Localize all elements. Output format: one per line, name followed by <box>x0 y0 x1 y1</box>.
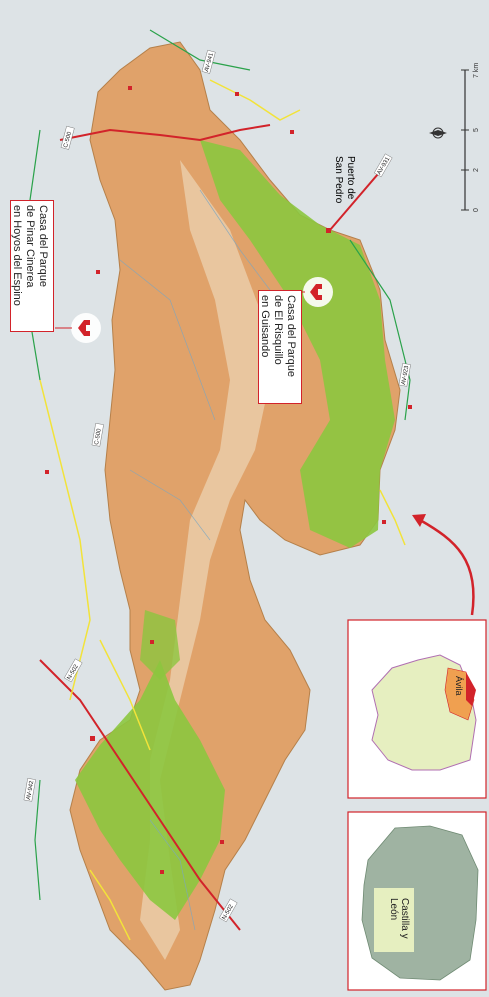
road-n502-south <box>39 659 241 931</box>
label-line: en Guisando <box>259 295 271 358</box>
road-n502-north <box>59 124 271 142</box>
inset-park-highlight-red <box>466 672 476 706</box>
label-casa-guisando: Casa del Parque de El Risquillo en Guisa… <box>258 290 302 404</box>
forest-area-south <box>75 660 225 920</box>
road-tag: AV-923 <box>401 365 410 386</box>
settlements <box>45 86 412 874</box>
forest-patch-center <box>140 610 180 680</box>
inset-avila-text: Ávila <box>454 676 464 696</box>
label-casa-hoyos: Casa del Parque de Pinar Cinerea en Hoyo… <box>10 200 54 332</box>
label-line: Casa del Parque <box>285 295 297 377</box>
ridge-highlight <box>140 160 270 960</box>
secondary-roads <box>39 79 406 941</box>
locator-arrow <box>419 518 475 616</box>
road-tag: C-500 <box>63 131 73 149</box>
house-icon <box>78 320 90 336</box>
label-line: de Pinar Cinerea <box>24 205 36 288</box>
inset-region-text: Castilla y <box>399 898 410 939</box>
label-puerto-san-pedro: Puerto de San Pedro <box>332 156 356 203</box>
forest-area-east <box>200 140 395 548</box>
locator-arrow-head <box>412 514 426 527</box>
label-line: Puerto de <box>345 156 356 200</box>
scale-tick: 2 <box>473 168 480 172</box>
label-line: Casa del Parque <box>37 205 49 287</box>
park-house-marker-guisando[interactable] <box>303 277 333 307</box>
north-arrow-icon <box>429 127 447 139</box>
inset-region-label: Castilla y León <box>388 898 410 939</box>
inset-avila-label: Ávila <box>454 676 464 696</box>
label-line: de El Risquillo <box>272 295 284 365</box>
road-tag: C-500 <box>94 428 103 446</box>
road-tag: AV-941 <box>204 52 215 73</box>
label-line: en Hoyos del Espino <box>11 205 23 306</box>
scale-tick: 7 km <box>473 63 480 78</box>
house-icon <box>310 284 322 300</box>
scale-tick: 5 <box>473 128 480 132</box>
inset-region-label-box <box>374 888 414 952</box>
label-line: San Pedro <box>333 156 344 204</box>
road-tag: AV-942 <box>26 780 35 801</box>
scale-tick: 0 <box>473 208 480 212</box>
scale-bar: 0 2 5 7 km <box>461 63 480 212</box>
river-network <box>119 189 271 931</box>
inset-region-text: León <box>388 898 399 921</box>
park-house-marker-hoyos[interactable] <box>71 313 101 343</box>
